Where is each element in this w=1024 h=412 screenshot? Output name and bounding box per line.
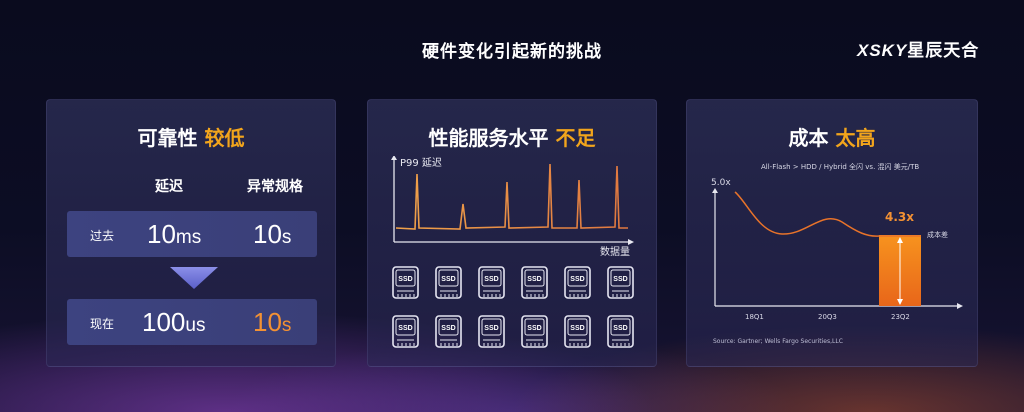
cost-chart-subtitle: All-Flash > HDD / Hybrid 全闪 vs. 混闪 美元/TB <box>761 163 920 171</box>
ssd-icon: SSD <box>392 315 419 348</box>
gap-value-label: 4.3x <box>885 210 914 224</box>
reliability-title: 可靠性 较低 <box>47 122 335 151</box>
performance-title-text: 性能服务水平 <box>428 126 556 150</box>
p99-x-arrow <box>628 239 634 245</box>
cost-chart <box>712 188 963 309</box>
cost-panel: 成本 太高 All-Flash > HDD / Hybrid 全闪 vs. 混闪… <box>686 99 978 367</box>
reliability-title-text: 可靠性 <box>137 126 205 150</box>
gap-label: 成本差 <box>927 231 948 239</box>
svg-text:SSD: SSD <box>441 276 455 283</box>
svg-text:SSD: SSD <box>398 325 412 332</box>
svg-text:SSD: SSD <box>527 276 541 283</box>
present-row: 现在 100us 10s <box>67 299 317 345</box>
x-tick-label: 18Q1 <box>745 313 764 321</box>
past-anomaly: 10s <box>253 219 292 249</box>
ssd-icon: SSD <box>607 315 634 348</box>
present-label: 现在 <box>90 317 115 331</box>
ssd-icon: SSD <box>435 315 462 348</box>
x-tick-label: 20Q3 <box>818 313 837 321</box>
ssd-icon: SSD <box>521 315 548 348</box>
ssd-icon: SSD <box>478 315 505 348</box>
ssd-icon: SSD <box>607 266 634 299</box>
svg-text:SSD: SSD <box>613 325 627 332</box>
past-label: 过去 <box>90 229 115 243</box>
cost-y-arrow <box>712 188 718 193</box>
logo-mark: XSKY <box>857 41 908 60</box>
svg-text:SSD: SSD <box>570 276 584 283</box>
volume-axis-label: 数据量 <box>600 247 630 258</box>
p99-y-arrow <box>391 156 397 160</box>
svg-text:SSD: SSD <box>527 325 541 332</box>
latency-column-header: 延迟 <box>155 179 183 195</box>
slide-title: 硬件变化引起新的挑战 <box>422 42 602 62</box>
reliability-title-highlight: 较低 <box>204 126 245 150</box>
cost-y-top-label: 5.0x <box>711 178 731 188</box>
past-row: 过去 10ms 10s <box>67 211 317 257</box>
performance-panel: 性能服务水平 不足 P99 延迟 数据量 SSD SSD SSD SSD SSD SSD S… <box>367 99 657 367</box>
present-anomaly: 10s <box>253 307 292 337</box>
gap-arrow-down <box>897 299 903 305</box>
svg-text:SSD: SSD <box>441 325 455 332</box>
cost-title-highlight: 太高 <box>835 126 876 150</box>
arrow-down-icon <box>170 267 218 289</box>
svg-text:SSD: SSD <box>613 276 627 283</box>
ssd-icon: SSD <box>521 266 548 299</box>
cost-title: 成本 太高 <box>687 122 977 151</box>
cost-ratio-line <box>734 191 880 237</box>
p99-latency-line <box>395 163 628 230</box>
svg-text:SSD: SSD <box>570 325 584 332</box>
present-latency: 100us <box>142 307 206 337</box>
source-note: Source: Gartner; Wells Fargo Securities,… <box>713 338 843 345</box>
xsky-logo: XSKY星辰天合 <box>857 36 979 61</box>
past-latency: 10ms <box>147 219 202 249</box>
svg-text:SSD: SSD <box>484 325 498 332</box>
p99-axis-label: P99 延迟 <box>400 158 442 169</box>
logo-name: 星辰天合 <box>907 41 980 60</box>
p99-latency-chart <box>391 156 634 245</box>
ssd-icon: SSD <box>478 266 505 299</box>
performance-title-highlight: 不足 <box>555 126 596 150</box>
ssd-icon: SSD <box>564 266 591 299</box>
reliability-panel: 可靠性 较低 延迟 异常规格 过去 10ms 10s 现在 100us 10s <box>46 99 336 367</box>
ssd-icon: SSD <box>435 266 462 299</box>
ssd-icon: SSD <box>392 266 419 299</box>
ssd-icon: SSD <box>564 315 591 348</box>
svg-text:SSD: SSD <box>484 276 498 283</box>
cost-title-text: 成本 <box>788 126 836 150</box>
x-tick-label: 23Q2 <box>891 313 910 321</box>
gap-arrow-up <box>897 237 903 243</box>
svg-text:SSD: SSD <box>398 276 412 283</box>
performance-title: 性能服务水平 不足 <box>368 122 656 151</box>
cost-x-arrow <box>957 303 963 309</box>
anomaly-column-header: 异常规格 <box>247 179 303 195</box>
